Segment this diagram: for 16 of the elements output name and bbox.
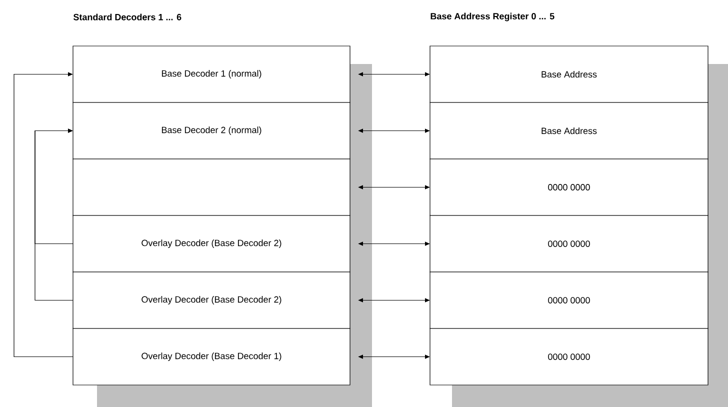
register-box: Base Address bbox=[430, 46, 708, 103]
arrow bbox=[14, 72, 74, 358]
decoder-box: Overlay Decoder (Base Decoder 1) bbox=[72, 328, 350, 386]
decoder-box: Base Decoder 2 (normal) bbox=[72, 102, 350, 160]
column-heading: Base Address Register 0 ... 5 bbox=[430, 12, 554, 22]
decoder-box: Overlay Decoder (Base Decoder 2) bbox=[72, 272, 350, 329]
register-box: Base Address bbox=[430, 102, 708, 160]
register-box: 0000 0000 bbox=[430, 272, 708, 329]
arrow bbox=[34, 128, 74, 301]
register-box: 0000 0000 bbox=[430, 215, 708, 272]
register-box: 0000 0000 bbox=[430, 328, 708, 386]
column-heading: Standard Decoders 1 ... 6 bbox=[73, 14, 182, 20]
decoder-box: Overlay Decoder (Base Decoder 2) bbox=[72, 215, 350, 272]
empty-box bbox=[72, 158, 350, 216]
decoder-box: Base Decoder 1 (normal) bbox=[72, 46, 350, 103]
register-box: 0000 0000 bbox=[430, 158, 708, 216]
